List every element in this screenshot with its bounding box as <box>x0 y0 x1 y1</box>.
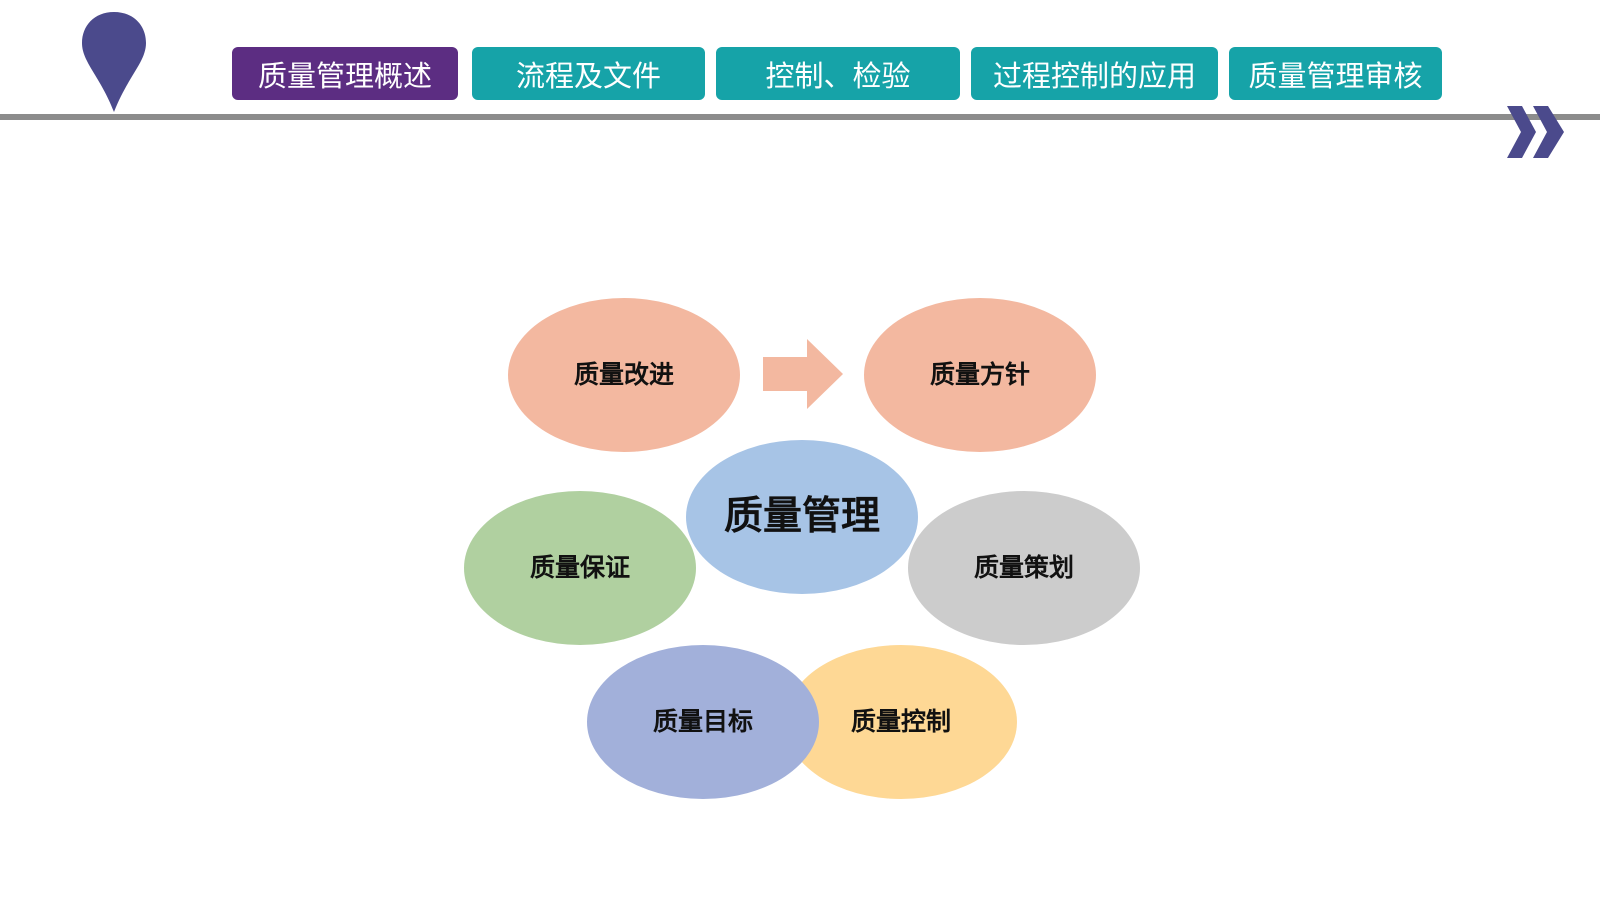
tab-quality-management-overview[interactable]: 质量管理概述 <box>232 47 458 100</box>
arrow-right-icon <box>763 339 843 409</box>
header-divider <box>0 114 1600 120</box>
node-quality-policy: 质量方针 <box>864 298 1096 452</box>
node-quality-planning: 质量策划 <box>908 491 1140 645</box>
node-quality-control: 质量控制 <box>785 645 1017 799</box>
tab-process-control-application[interactable]: 过程控制的应用 <box>971 47 1218 100</box>
double-chevron-right-icon[interactable] <box>1505 104 1567 160</box>
location-pin-icon <box>78 10 150 114</box>
tab-process-and-documents[interactable]: 流程及文件 <box>472 47 705 100</box>
tab-quality-management-audit[interactable]: 质量管理审核 <box>1229 47 1442 100</box>
node-quality-improvement: 质量改进 <box>508 298 740 452</box>
node-quality-management-center: 质量管理 <box>686 440 918 594</box>
tab-control-inspection[interactable]: 控制、检验 <box>716 47 960 100</box>
node-quality-assurance: 质量保证 <box>464 491 696 645</box>
node-quality-target: 质量目标 <box>587 645 819 799</box>
